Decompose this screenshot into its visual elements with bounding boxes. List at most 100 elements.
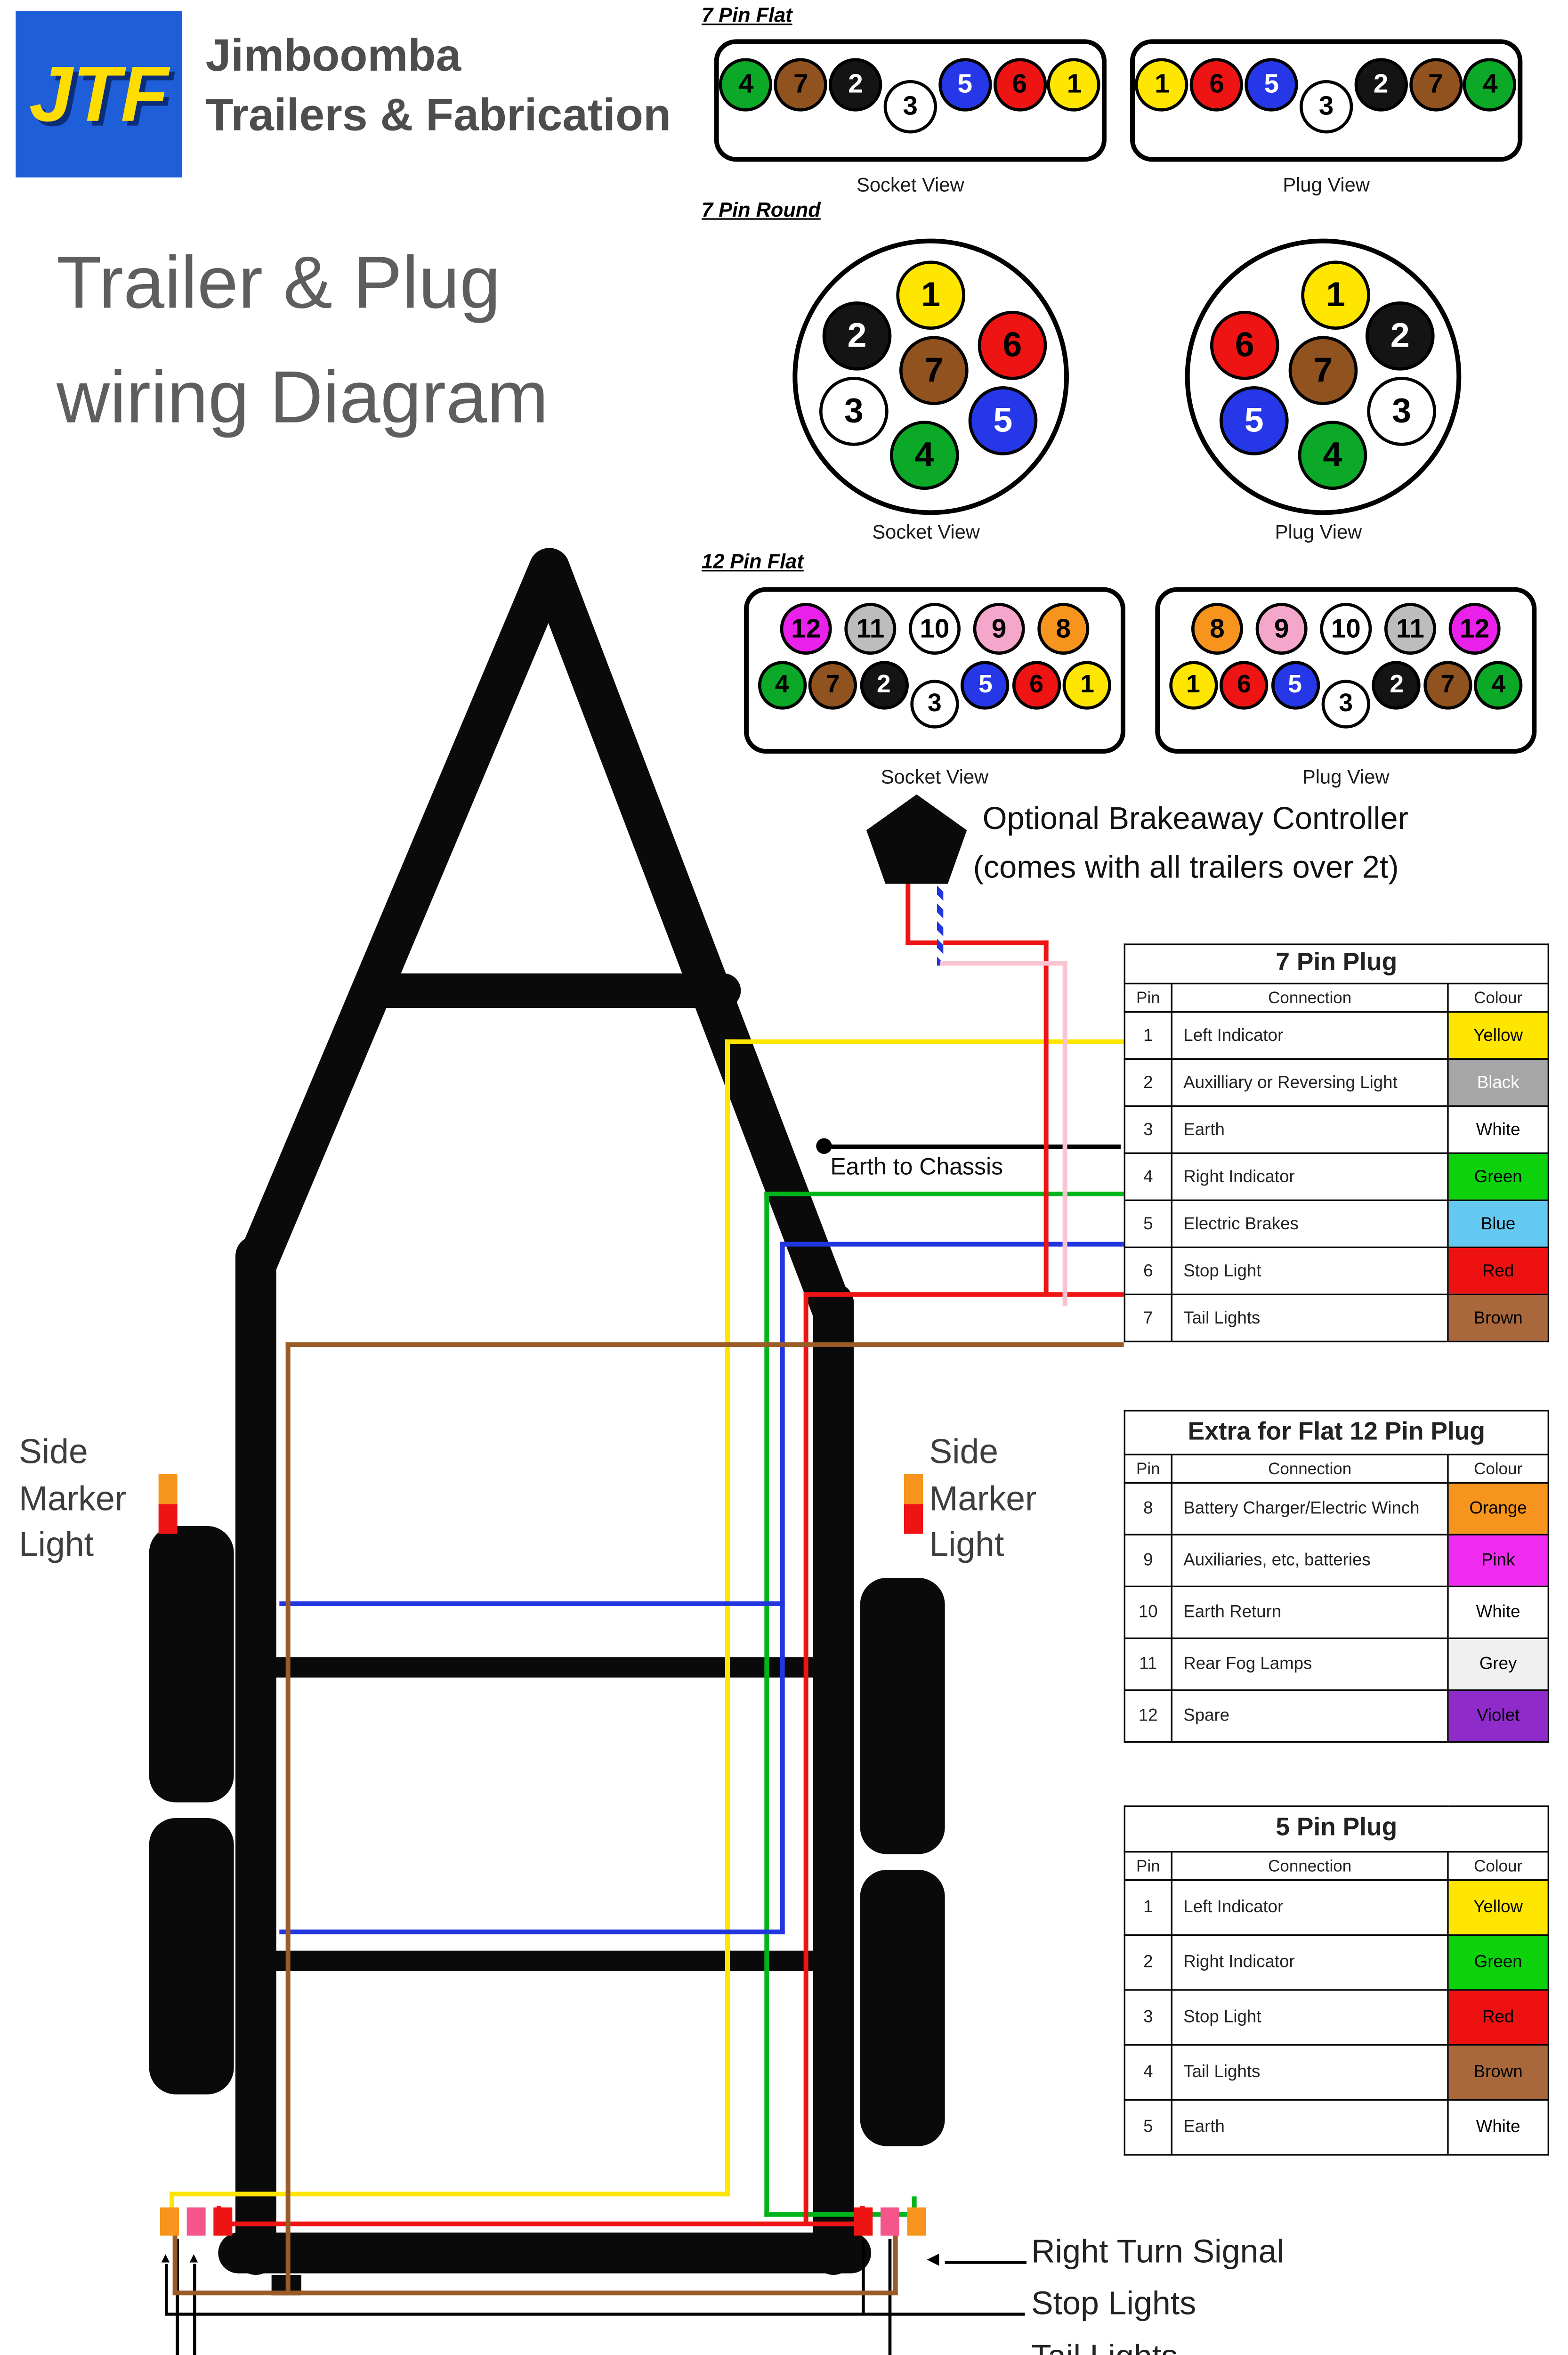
pin-7-brown: 7 [1409,58,1463,112]
wheel-right-rear [860,1869,945,2146]
wire-red-h1 [905,940,1049,945]
cell-colour: White [1447,1585,1550,1639]
cell-connection: Tail Lights [1171,1293,1449,1342]
cell-colour: Green [1447,1934,1550,1991]
side-marker-right-red [904,1504,923,1534]
pin-12-magenta: 12 [1448,602,1501,655]
cell-connection: Tail Lights [1171,2044,1449,2101]
page-title-line1: Trailer & Plug [56,240,501,324]
heading-7-pin-flat: 7 Pin Flat [701,3,792,27]
cell-pin: 4 [1123,1152,1172,1201]
cell-pin: 8 [1123,1482,1172,1535]
pin-4-green: 4 [757,661,807,710]
column-header: Colour [1447,1454,1550,1484]
wire-green-v1 [764,1191,769,2217]
rear-light-right-orange [907,2207,926,2236]
cell-colour: White [1447,2099,1550,2156]
pin-3-white: 3 [819,376,889,446]
pin-6-red: 6 [1220,661,1269,710]
column-header: Pin [1123,1454,1172,1484]
pin-3-white: 3 [1321,680,1370,729]
cell-connection: Left Indicator [1171,1011,1449,1060]
brakeaway-text-line1: Optional Brakeaway Controller [982,802,1408,837]
pin-2-black: 2 [1354,58,1408,112]
cell-connection: Auxiliaries, etc, batteries [1171,1534,1449,1587]
wire-pink-v1 [1062,960,1067,1307]
pin-5-blue: 5 [1270,661,1319,710]
pin-1-yellow: 1 [896,260,965,330]
pin-1-yellow: 1 [1301,260,1370,330]
cell-connection: Right Indicator [1171,1934,1449,1991]
cell-colour: Yellow [1447,1879,1550,1936]
pin-2-black: 2 [1372,661,1421,710]
pin-3-white: 3 [1299,80,1353,134]
pin-6-red: 6 [1210,310,1279,380]
pin-5-blue: 5 [1245,58,1299,112]
cell-colour: Orange [1447,1482,1550,1535]
wire-green-h1 [764,1191,1124,1196]
cell-pin: 12 [1123,1689,1172,1743]
column-header: Pin [1123,983,1172,1013]
cell-colour: Grey [1447,1637,1550,1691]
cell-connection: Rear Fog Lamps [1171,1637,1449,1691]
table-title: Extra for Flat 12 Pin Plug [1123,1410,1550,1455]
pin-3-white: 3 [910,680,959,729]
column-header: Pin [1123,1851,1172,1881]
pin-6-red: 6 [1012,661,1061,710]
pin-1-yellow: 1 [1135,58,1189,112]
pin-2-black: 2 [1365,301,1435,371]
cell-colour: Violet [1447,1689,1550,1743]
cell-connection: Spare [1171,1689,1449,1743]
wire-blue-v1 [780,1242,785,1934]
label-right-turn-signal: Right Turn Signal [1031,2234,1284,2270]
column-header: Connection [1171,1851,1449,1881]
earth-line [827,1144,1121,1149]
cell-pin: 5 [1123,1199,1172,1248]
wire-brown-h1 [285,1342,1124,1347]
trailer-a-frame [235,548,854,1333]
pin-5-blue: 5 [1219,386,1289,455]
cell-connection: Auxilliary or Reversing Light [1171,1058,1449,1107]
wire-blue-h2 [279,1601,785,1606]
cell-pin: 6 [1123,1246,1172,1295]
cell-pin: 5 [1123,2099,1172,2156]
pin-4-green: 4 [1474,661,1523,710]
pin-8-orange: 8 [1037,602,1090,655]
cell-colour: White [1447,1105,1550,1154]
pin-2-black: 2 [829,58,882,112]
cell-connection: Earth Return [1171,1585,1449,1639]
pin-5-blue: 5 [968,386,1038,455]
callout-tail-v-right [888,2239,891,2355]
pin-4-green: 4 [1463,58,1517,112]
pin-7-brown: 7 [1288,336,1358,405]
brand-logo: JTF [16,11,182,178]
pin-10-white: 10 [908,602,961,655]
cell-colour: Brown [1447,1293,1550,1342]
cell-connection: Left Indicator [1171,1879,1449,1936]
cell-colour: Green [1447,1152,1550,1201]
label-tail-lights: Tail Lights [1031,2339,1178,2355]
column-header: Colour [1447,1851,1550,1881]
wire-red-v3 [803,1292,808,2226]
wire-brown-v3 [893,2234,898,2294]
brand-name-line2: Trailers & Fabrication [205,91,671,141]
table-title: 7 Pin Plug [1123,943,1550,984]
pin-5-blue: 5 [961,661,1010,710]
callout-left-turn [176,2239,178,2355]
rear-light-left-red [213,2207,233,2236]
caption-7round-plug: Plug View [1275,521,1362,544]
arrow-up-icon: ▲ [158,2249,173,2266]
